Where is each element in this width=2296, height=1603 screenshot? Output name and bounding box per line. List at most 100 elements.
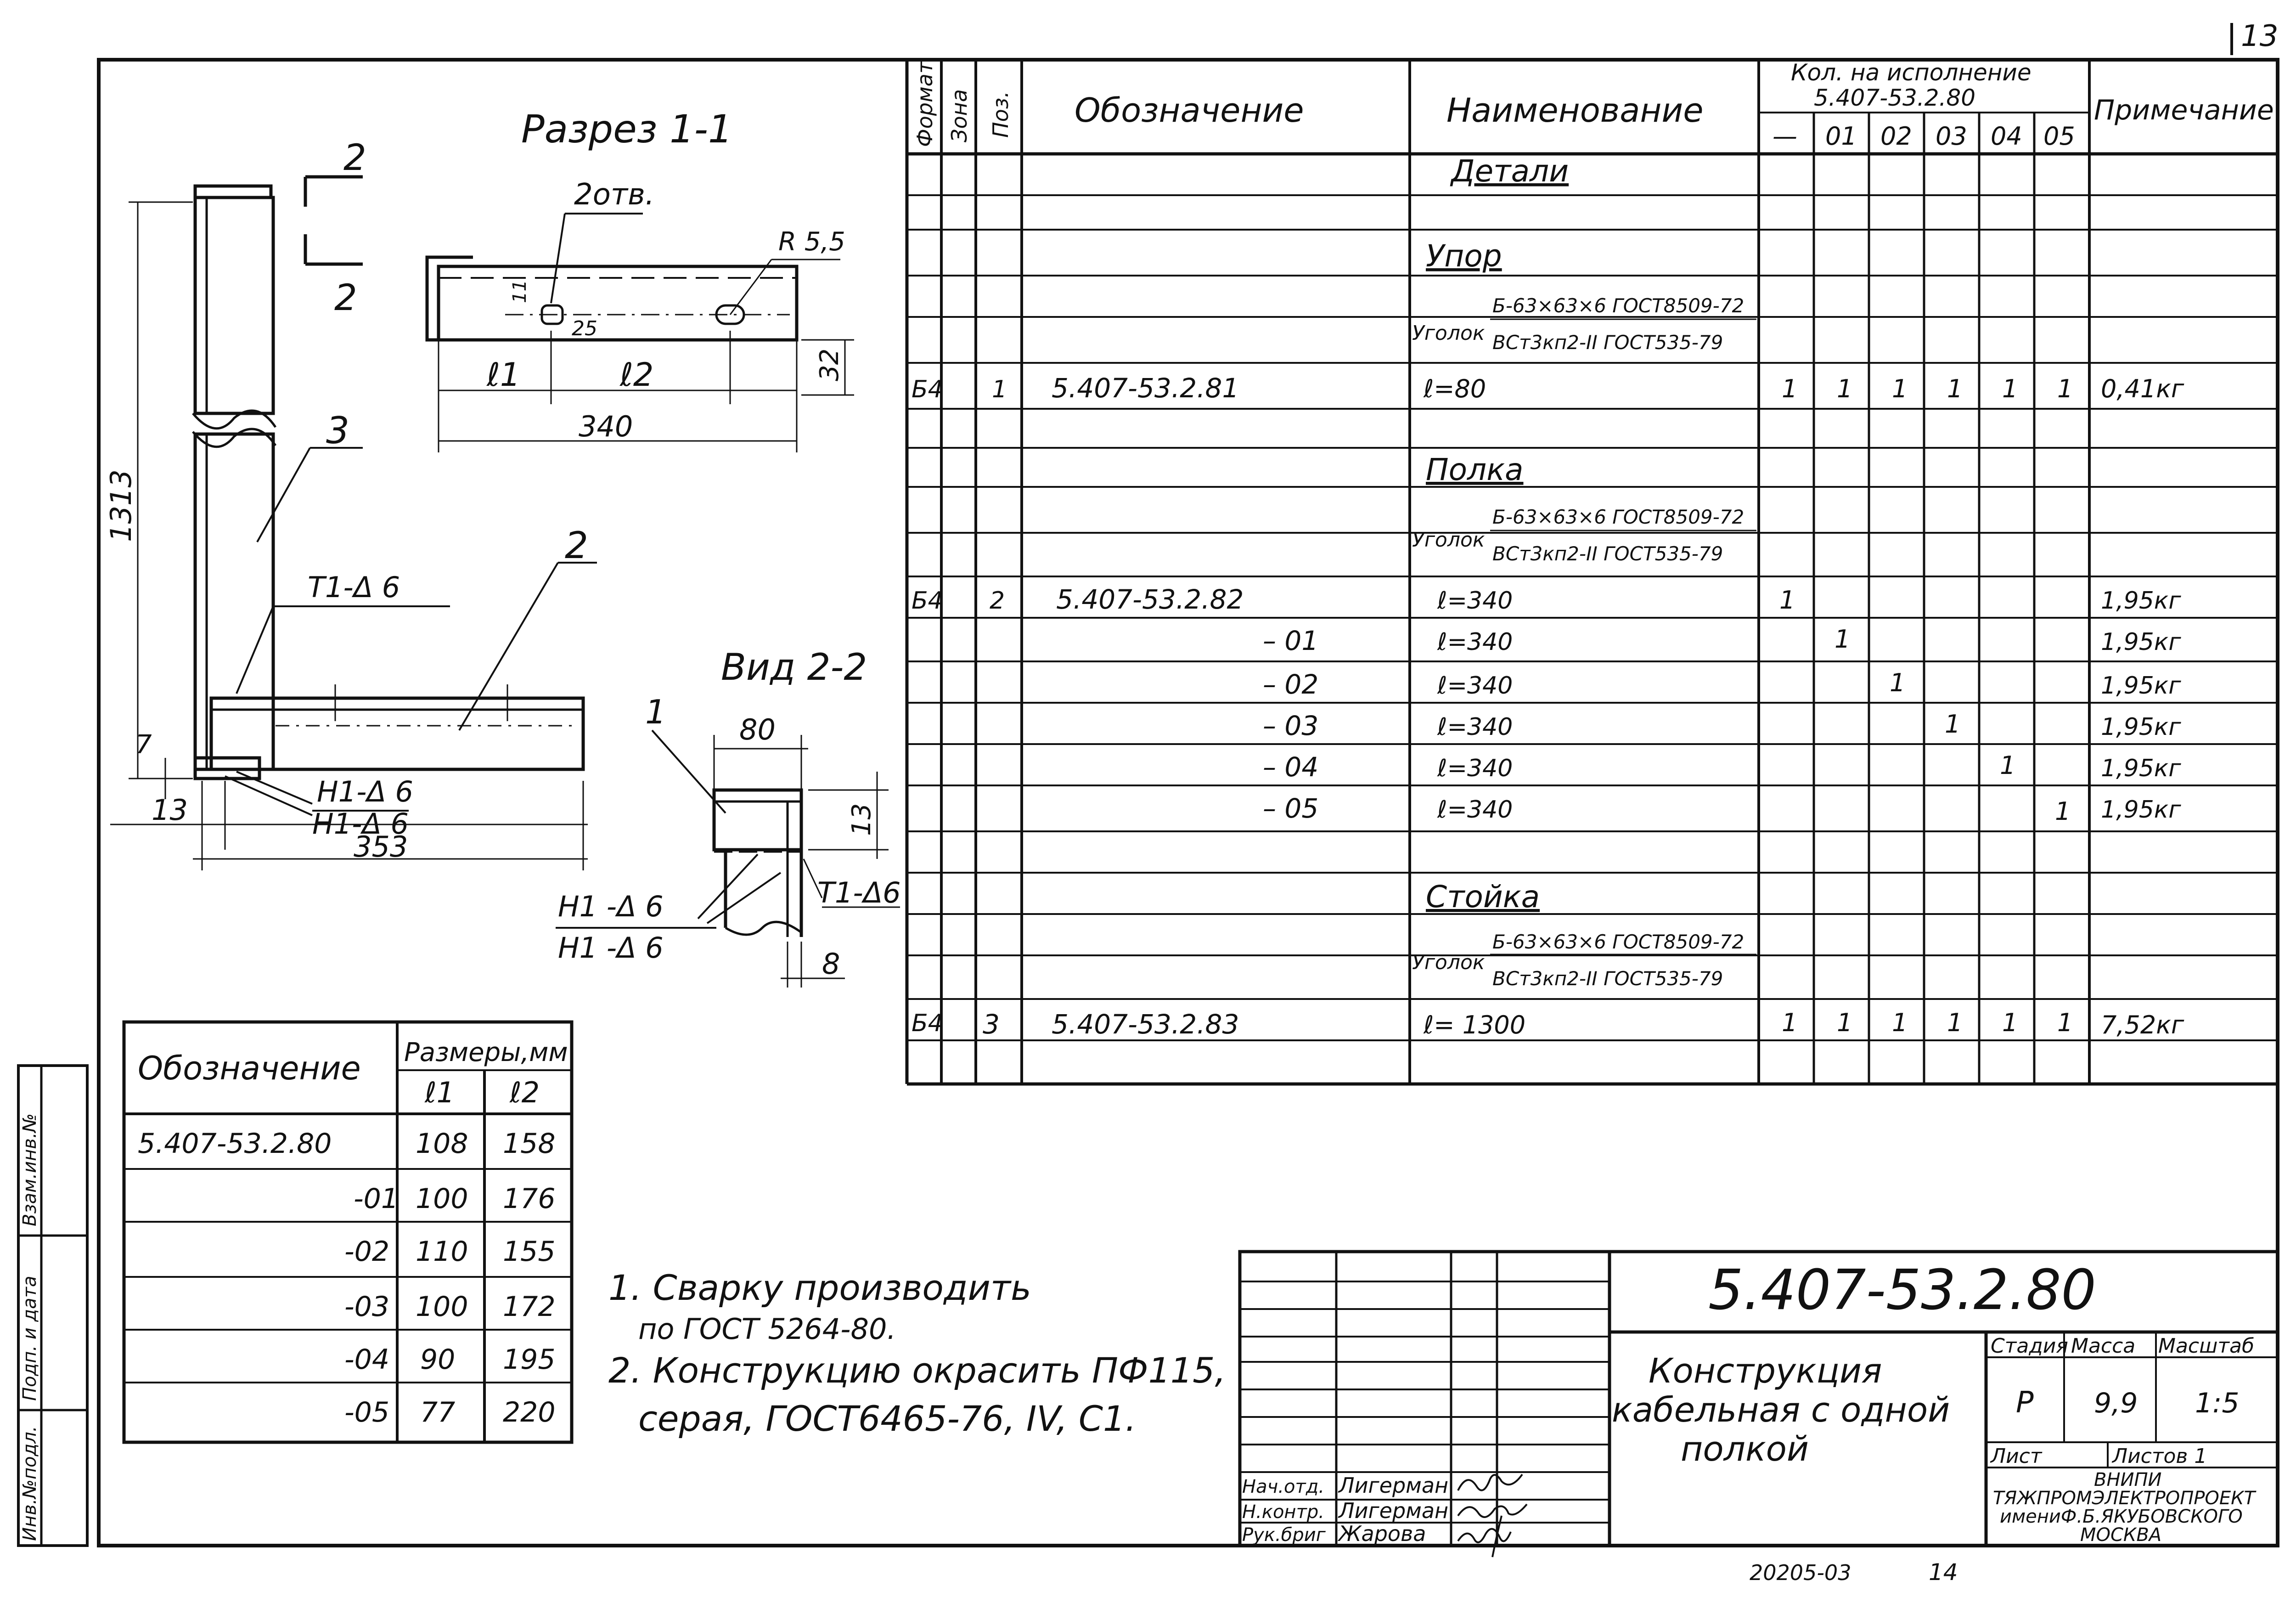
- sizes-row-2-l1: 110: [416, 1236, 468, 1268]
- view-title: Вид 2-2: [721, 646, 867, 689]
- row-1-5-designation: – 05: [1263, 793, 1318, 824]
- group-2-material-word: Уголок: [1412, 951, 1485, 974]
- title-block-code: 5.407-53.2.80: [1708, 1259, 2096, 1322]
- group-2-material-bottom: ВСт3кп2-II ГОСТ535-79: [1492, 967, 1723, 990]
- row-1-4-note: 1,95кг: [2101, 755, 2181, 782]
- signer-0-role: Нач.отд.: [1242, 1476, 1324, 1497]
- stop-detail-drawing: 2отв. R 5,5 11 25 ℓ1 ℓ2 340 32: [425, 178, 854, 452]
- row-1-5-qty-5: 1: [2055, 797, 2071, 826]
- spec-header-qty-line1: Кол. на исполнение: [1791, 59, 2032, 86]
- note-line-3: 2. Конструкцию окрасить ПФ115,: [608, 1350, 1226, 1391]
- mass-label: Масса: [2071, 1334, 2135, 1358]
- stage-value: Р: [2016, 1386, 2034, 1420]
- row-2-0-note: 7,52кг: [2101, 1010, 2184, 1039]
- group-2-material-top: Б-63×63×6 ГОСТ8509-72: [1492, 931, 1744, 953]
- dim-l1: ℓ1: [486, 356, 520, 394]
- signature-2: [1457, 1515, 1512, 1558]
- org-line-4: МОСКВА: [2080, 1524, 2161, 1546]
- row-1-5-name: ℓ=340: [1437, 796, 1513, 824]
- spec-header-designation: Обозначение: [1075, 91, 1304, 130]
- row-2-0-qty-3: 1: [1947, 1008, 1963, 1037]
- row-2-0-pos: 3: [983, 1009, 1000, 1040]
- row-1-2-qty-2: 1: [1890, 668, 1905, 697]
- row-1-4-designation: – 04: [1263, 751, 1318, 783]
- variant-header-4: 04: [1991, 122, 2022, 151]
- row-1-3-name: ℓ=340: [1437, 713, 1513, 741]
- spec-header-note: Примечание: [2094, 94, 2274, 126]
- row-1-3-designation: – 03: [1263, 710, 1318, 741]
- sheet-label: Лист: [1990, 1445, 2043, 1468]
- dim-8: 8: [822, 947, 840, 981]
- row-2-0-qty-5: 1: [2057, 1008, 2073, 1037]
- spec-header-name: Наименование: [1446, 91, 1704, 130]
- row-2-0-qty-2: 1: [1892, 1008, 1908, 1037]
- dim-353: 353: [354, 830, 408, 864]
- row-0-0-qty-3: 1: [1947, 374, 1963, 403]
- bottom-page: 14: [1929, 1559, 1958, 1586]
- row-2-0-format: Б4: [912, 1010, 943, 1037]
- sizes-row-3-l1: 100: [416, 1291, 468, 1323]
- signer-2-role: Рук.бриг: [1242, 1524, 1326, 1546]
- dim-25: 25: [572, 317, 597, 340]
- row-1-2-designation: – 02: [1263, 669, 1318, 700]
- holes-label: 2отв.: [574, 178, 654, 212]
- position-2-label: 2: [565, 524, 588, 567]
- side-stamp-inv-label: Инв.№подл.: [19, 1426, 40, 1541]
- row-0-0-note: 0,41кг: [2101, 374, 2184, 403]
- row-1-0-pos: 2: [990, 587, 1005, 615]
- note-line-4: серая, ГОСТ6465-76, IV, С1.: [638, 1398, 1136, 1439]
- bottom-code-area: 20205-03 14: [1750, 1559, 1958, 1586]
- spec-grid-rows: [907, 194, 2278, 1041]
- title-block-name-line2: кабельная с одной: [1612, 1390, 1950, 1430]
- signer-1-name: Лигерман: [1338, 1498, 1448, 1523]
- org-line-2: ТЯЖПРОМЭЛЕКТРОПРОЕКТ: [1993, 1488, 2257, 1509]
- row-2-0-qty-4: 1: [2002, 1008, 2018, 1037]
- spec-table: Формат Зона Поз. Обозначение Наименовани…: [905, 59, 2278, 1086]
- row-1-0-note: 1,95кг: [2101, 587, 2181, 615]
- weld-t1-left-label: T1-Δ 6: [308, 570, 400, 604]
- sizes-row-5-l2: 220: [503, 1396, 556, 1428]
- sizes-row-5-l1: 77: [420, 1396, 455, 1428]
- spec-header-format: Формат: [912, 61, 937, 147]
- sizes-header-l2: ℓ2: [509, 1076, 540, 1109]
- sizes-row-2-l2: 155: [503, 1236, 556, 1268]
- signer-0-name: Лигерман: [1338, 1473, 1448, 1498]
- org-line-3: имениФ.Б.ЯКУБОВСКОГО: [2000, 1506, 2243, 1527]
- sheet-number-area: 13: [2230, 19, 2278, 55]
- row-2-0-qty-0: 1: [1782, 1008, 1797, 1037]
- row-1-1-note: 1,95кг: [2101, 628, 2181, 656]
- row-0-0-qty-5: 1: [2057, 374, 2073, 403]
- sizes-row-1-designation: -01: [354, 1183, 399, 1215]
- variant-header-2: 02: [1880, 122, 1912, 151]
- cut-mark-top: 2: [343, 137, 366, 179]
- weld-h1-c-label: H1 -Δ 6: [558, 890, 664, 923]
- row-0-0-qty-1: 1: [1837, 374, 1852, 403]
- sizes-row-3-designation: -03: [344, 1291, 389, 1323]
- sheets-label: Листов 1: [2111, 1445, 2207, 1468]
- dim-11: 11: [509, 280, 530, 303]
- side-stamp-replace-label: Взам.инв.№: [19, 1113, 40, 1226]
- row-0-0-designation: 5.407-53.2.81: [1052, 373, 1239, 404]
- row-1-1-qty-1: 1: [1835, 625, 1850, 654]
- sizes-row-1-l1: 100: [416, 1183, 468, 1215]
- row-0-0-qty-2: 1: [1892, 374, 1908, 403]
- row-0-0-format: Б4: [912, 376, 943, 403]
- variant-header-3: 03: [1936, 122, 1967, 151]
- dim-7: 7: [135, 730, 152, 760]
- row-1-3-note: 1,95кг: [2101, 713, 2181, 741]
- row-1-1-name: ℓ=340: [1437, 628, 1513, 656]
- row-2-0-name: ℓ= 1300: [1423, 1010, 1525, 1039]
- row-0-0-pos: 1: [992, 376, 1007, 403]
- variant-header-5: 05: [2043, 122, 2075, 151]
- view-2-2-drawing: Вид 2-2 1 80 H1 -Δ 6 H1 -Δ 6 T1-Δ6 13 8: [556, 646, 901, 988]
- sizes-row-2-designation: -02: [344, 1236, 389, 1268]
- sizes-row-0-designation: 5.407-53.2.80: [138, 1128, 332, 1160]
- note-line-2: по ГОСТ 5264-80.: [638, 1312, 896, 1346]
- row-2-0-qty-1: 1: [1837, 1008, 1852, 1037]
- signer-2-name: Жарова: [1337, 1521, 1426, 1546]
- scale-label: Масштаб: [2158, 1334, 2254, 1358]
- weld-h1-d-label: H1 -Δ 6: [558, 931, 664, 965]
- position-1-label: 1: [645, 693, 666, 731]
- variant-header-0: —: [1773, 122, 1797, 151]
